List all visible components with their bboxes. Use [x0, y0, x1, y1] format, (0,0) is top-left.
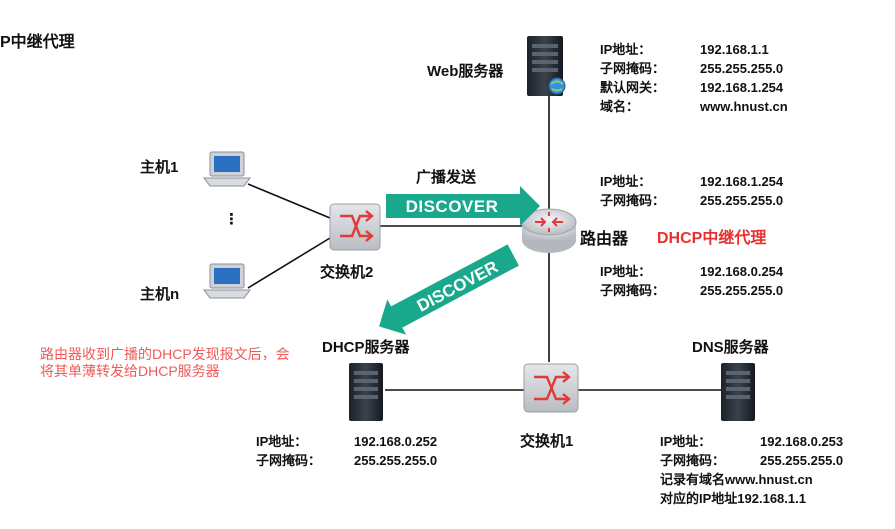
info-key: IP地址：	[660, 434, 712, 449]
discover-arrow-2: DISCOVER	[379, 244, 519, 335]
link-host1-switch2	[247, 183, 331, 219]
info-key: 子网掩码：	[660, 453, 726, 468]
dns-record-line2: 对应的IP地址192.168.1.1	[660, 491, 806, 506]
info-key: 子网掩码：	[256, 453, 322, 468]
info-value: 192.168.1.1	[700, 42, 769, 57]
broadcast-label: 广播发送	[416, 169, 477, 186]
info-value: 255.255.255.0	[700, 193, 784, 208]
info-key: IP地址：	[600, 42, 652, 57]
info-key: 子网掩码：	[600, 193, 666, 208]
info-value: www.hnust.cn	[700, 99, 788, 114]
info-value: 255.255.255.0	[760, 453, 844, 468]
hostn-label: 主机n	[140, 286, 180, 303]
web-server-info: IP地址： 192.168.1.1 子网掩码： 255.255.255.0 默认网关…	[600, 40, 788, 116]
dhcp-server-label: DHCP服务器	[322, 339, 410, 356]
hostn-laptop-icon	[203, 263, 251, 299]
info-key: IP地址：	[600, 174, 652, 189]
switch2-icon	[329, 203, 381, 251]
router-icon	[521, 208, 577, 253]
info-value: 255.255.255.0	[700, 283, 784, 298]
dns-record-line1: 记录有域名www.hnust.cn	[660, 472, 813, 487]
switch1-label: 交换机1	[520, 433, 574, 450]
info-key: 子网掩码：	[600, 283, 666, 298]
dns-server-icon	[721, 363, 755, 421]
info-key: 域名：	[600, 99, 640, 114]
switch1-icon	[523, 363, 579, 413]
info-value: 192.168.0.254	[700, 264, 784, 279]
dns-server-info: IP地址： 192.168.0.253 子网掩码： 255.255.255.0 记录…	[660, 432, 843, 508]
discover-arrow-1: DISCOVER	[386, 186, 540, 226]
info-key: 默认网关：	[600, 80, 666, 95]
host1-laptop-icon	[203, 151, 251, 187]
web-server-icon	[527, 36, 566, 96]
router-if1-info: IP地址： 192.168.1.254 子网掩码： 255.255.255.0	[600, 172, 783, 210]
info-value: 255.255.255.0	[354, 453, 438, 468]
discover-label-1: DISCOVER	[406, 197, 499, 216]
dhcp-server-info: IP地址： 192.168.0.252 子网掩码： 255.255.255.0	[256, 432, 437, 470]
info-key: IP地址：	[256, 434, 308, 449]
info-value: 255.255.255.0	[700, 61, 784, 76]
discover-label-2: DISCOVER	[414, 257, 501, 315]
hosts-ellipsis: ⋮	[224, 211, 239, 228]
dhcp-server-icon	[349, 363, 383, 421]
web-server-label: Web服务器	[427, 63, 504, 80]
relay-note: 路由器收到广播的DHCP发现报文后，会将其单薄转发给DHCP服务器	[40, 346, 290, 379]
router-if2-info: IP地址： 192.168.0.254 子网掩码： 255.255.255.0	[600, 262, 783, 300]
switch2-label: 交换机2	[320, 264, 374, 281]
host1-label: 主机1	[140, 159, 179, 176]
info-key: 子网掩码：	[600, 61, 666, 76]
info-value: 192.168.1.254	[700, 174, 784, 189]
router-label: 路由器	[580, 231, 629, 248]
router-relay-tag: DHCP中继代理	[657, 230, 767, 247]
info-value: 192.168.0.252	[354, 434, 438, 449]
info-value: 192.168.0.253	[760, 434, 844, 449]
info-value: 192.168.1.254	[700, 80, 784, 95]
info-key: IP地址：	[600, 264, 652, 279]
page-title: P中继代理	[0, 34, 75, 51]
link-hostn-switch2	[247, 237, 331, 289]
dns-server-label: DNS服务器	[692, 339, 769, 356]
network-links	[247, 92, 722, 391]
